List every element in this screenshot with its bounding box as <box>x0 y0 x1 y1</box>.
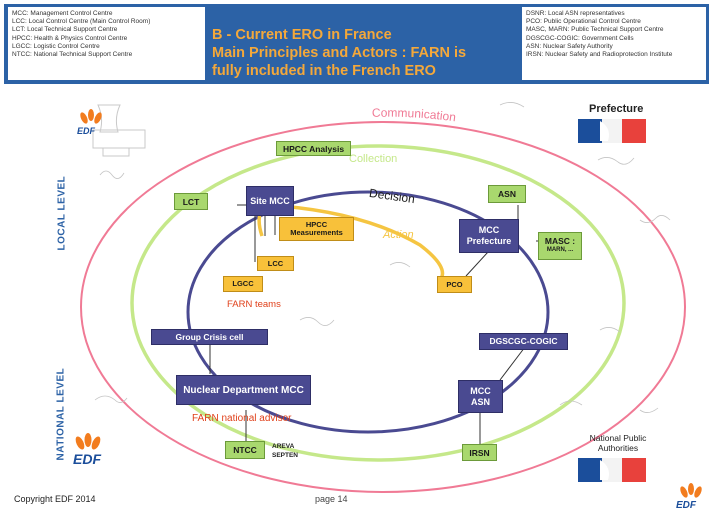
local-level-label: LOCAL LEVEL <box>56 175 68 251</box>
action-arc <box>264 203 445 282</box>
plant-sketch <box>92 104 146 157</box>
collection-label: Collection <box>349 153 398 165</box>
edf-petal-icon <box>80 109 102 124</box>
legend-item: HPCC: Health & Physics Control Centre <box>12 34 128 42</box>
dgscgc-cogic-node: DGSCGC-COGIC <box>479 333 568 350</box>
septen-label: SEPTEN <box>272 452 299 459</box>
edf-logo-corner: EDF <box>676 500 696 511</box>
legend-item: MCC: Management Control Centre <box>12 10 113 17</box>
site-mcc-node: Site MCC <box>246 186 294 216</box>
group-crisis-node: Group Crisis cell <box>151 329 268 345</box>
legend-item: DSNR: Local ASN representatives <box>526 10 625 17</box>
hpcc-measurements-node: HPCC Measurements <box>279 217 354 241</box>
title-line: Main Principles and Actors : FARN is <box>212 45 467 61</box>
legend-item: MASC, MARN: Public Technical Support Cen… <box>526 26 664 34</box>
legend-item: ASN: Nuclear Safety Authority <box>526 42 613 50</box>
title-line: B - Current ERO in France <box>212 27 392 43</box>
lct-node: LCT <box>174 193 208 210</box>
connectors <box>209 204 553 450</box>
nuclear-department-node: Nuclear Department MCC <box>176 375 311 405</box>
communication-ring <box>80 121 686 493</box>
masc-label: MASC : <box>544 236 576 246</box>
ntcc-node: NTCC <box>225 441 265 459</box>
masc-node: MASC : MARN, ... <box>538 232 582 260</box>
page-title: B - Current ERO in France Main Principle… <box>212 26 517 80</box>
pco-node: PCO <box>437 276 472 293</box>
page-number: page 14 <box>315 494 348 504</box>
legend-item: LCT: Local Technical Support Centre <box>12 26 118 34</box>
edf-petal-icon <box>680 483 702 498</box>
left-legend: MCC: Management Control Centre LCC: Loca… <box>8 7 205 80</box>
marianne-flag-icon <box>578 119 646 143</box>
edf-logo-small: EDF <box>77 126 95 136</box>
edf-petal-icon <box>75 433 101 450</box>
legend-item: LGCC: Logistic Control Centre <box>12 42 100 50</box>
mcc-prefecture-node: MCC Prefecture <box>459 219 519 253</box>
action-label: Action <box>383 229 414 241</box>
collection-ring <box>130 144 626 462</box>
edf-logo-large: EDF <box>73 451 101 467</box>
prefecture-logo-label: Prefecture <box>589 103 644 115</box>
farn-national-advisor-label: FARN national advisor <box>192 413 292 424</box>
decision-ring <box>186 190 550 434</box>
national-authorities-label: National Public Authorities <box>589 433 647 453</box>
national-level-label: NATIONAL LEVEL <box>55 367 67 461</box>
farn-teams-label: FARN teams <box>227 299 281 310</box>
legend-item: IRSN: Nuclear Safety and Radioprotection… <box>526 51 673 59</box>
hpcc-analysis-node: HPCC Analysis <box>276 141 351 156</box>
marianne-flag-icon <box>578 458 646 482</box>
legend-item: DGSCGC-COGIC: Government Cells <box>526 34 634 42</box>
legend-item: LCC: Local Control Centre (Main Control … <box>12 18 151 26</box>
irsn-node: IRSN <box>462 444 497 461</box>
marn-label: MARN, ... <box>546 247 574 253</box>
copyright-text: Copyright EDF 2014 <box>14 494 96 504</box>
asn-local-node: ASN <box>488 185 526 203</box>
legend-item: PCO: Public Operational Control Centre <box>526 18 641 26</box>
lgcc-node: LGCC <box>223 276 263 292</box>
right-legend: DSNR: Local ASN representatives PCO: Pub… <box>522 7 706 80</box>
lcc-node: LCC <box>257 256 294 271</box>
legend-item: NTCC: National Technical Support Centre <box>12 51 133 59</box>
areva-label: AREVA <box>272 443 295 450</box>
title-line: fully included in the French ERO <box>212 63 436 79</box>
handwriting-scribble <box>94 102 671 413</box>
mcc-asn-node: MCC ASN <box>458 380 503 413</box>
